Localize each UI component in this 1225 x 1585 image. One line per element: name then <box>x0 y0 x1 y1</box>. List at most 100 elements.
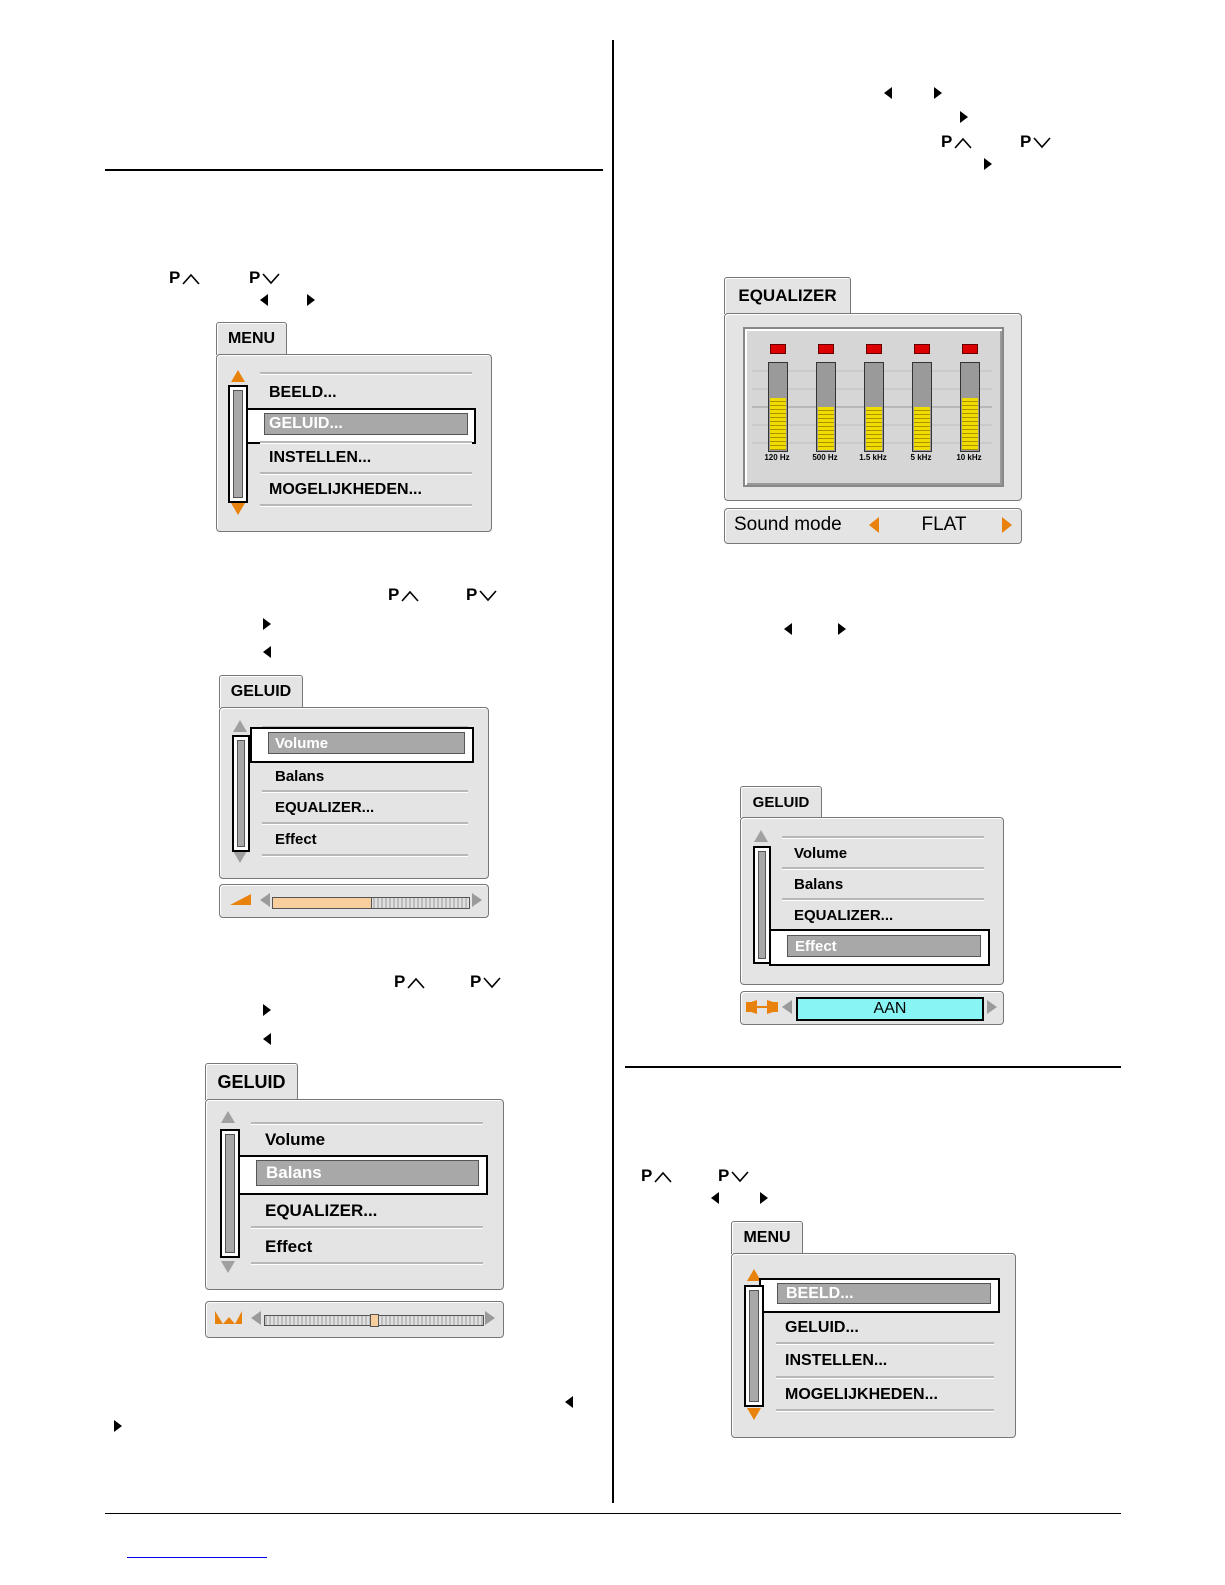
geluid-item-balans[interactable]: Balans <box>794 876 844 893</box>
arrow-right-icon <box>838 623 846 635</box>
menu-tab: MENU <box>216 322 287 355</box>
p-down-key: P <box>249 267 282 289</box>
menu-rail-fill <box>749 1290 759 1402</box>
menu-item-geluid[interactable]: GELUID... <box>785 1319 859 1336</box>
equalizer-tab: EQUALIZER <box>724 277 851 314</box>
scroll-up-icon[interactable] <box>231 370 245 382</box>
scroll-up-icon[interactable] <box>221 1111 235 1123</box>
balans-left-icon[interactable] <box>251 1311 261 1325</box>
chevron-down-icon <box>1033 136 1051 148</box>
volume-increase-icon[interactable] <box>472 893 482 907</box>
separator <box>260 372 472 375</box>
geluid-item-equalizer[interactable]: EQUALIZER... <box>794 907 894 924</box>
eq-band-indicator <box>818 344 834 354</box>
eq-band-indicator <box>866 344 882 354</box>
menu-item-mogelijkheden[interactable]: MOGELIJKHEDEN... <box>785 1386 938 1403</box>
separator <box>776 1409 994 1412</box>
menu-item-label: BEELD... <box>786 1284 854 1302</box>
geluid-item-equalizer[interactable]: EQUALIZER... <box>275 799 375 816</box>
scroll-up-icon[interactable] <box>754 830 768 842</box>
menu-item-beeld[interactable]: BEELD... <box>777 1283 991 1304</box>
effect-value: AAN <box>873 1000 907 1017</box>
sound-mode-value[interactable]: FLAT <box>921 514 967 535</box>
arrow-right-icon <box>263 618 271 630</box>
effect-next-icon[interactable] <box>987 1000 997 1014</box>
sound-mode-label: Sound mode <box>734 514 842 535</box>
eq-band-bar[interactable] <box>912 362 932 452</box>
eq-band-fill <box>770 398 786 450</box>
geluid-item-effect[interactable]: Effect <box>275 831 317 848</box>
chevron-down-icon <box>483 976 501 988</box>
menu-item-mogelijkheden[interactable]: MOGELIJKHEDEN... <box>269 481 422 498</box>
menu-item-beeld[interactable]: BEELD... <box>269 384 337 401</box>
separator <box>251 1226 483 1229</box>
arrow-left-icon <box>565 1396 573 1408</box>
p-down-key: P <box>466 584 499 606</box>
left-section-rule <box>105 169 603 171</box>
arrow-left-icon <box>260 294 268 306</box>
separator <box>262 790 468 793</box>
separator <box>260 441 472 444</box>
eq-band-bar[interactable] <box>960 362 980 452</box>
eq-band-indicator <box>770 344 786 354</box>
arrow-left-icon <box>884 87 892 99</box>
chevron-up-icon <box>954 137 972 149</box>
geluid-item-label: Volume <box>275 734 329 752</box>
eq-band-fill <box>866 407 882 450</box>
volume-decrease-icon[interactable] <box>260 893 270 907</box>
geluid-item-balans[interactable]: Balans <box>275 768 325 785</box>
sound-mode-next-icon[interactable] <box>1002 517 1012 533</box>
balans-slider-thumb[interactable] <box>370 1314 379 1327</box>
menu-item-geluid[interactable]: GELUID... <box>264 413 468 435</box>
chevron-down-icon <box>731 1170 749 1182</box>
chevron-up-icon <box>401 590 419 602</box>
balans-right-icon[interactable] <box>485 1311 495 1325</box>
geluid-item-volume[interactable]: Volume <box>794 845 848 862</box>
eq-band-bar[interactable] <box>864 362 884 452</box>
p-down-key: P <box>470 971 503 993</box>
geluid-item-label: Effect <box>795 937 837 955</box>
eq-band-label: 1.5 kHz <box>859 453 887 462</box>
scroll-down-icon[interactable] <box>747 1408 761 1420</box>
scroll-down-icon[interactable] <box>233 851 247 863</box>
p-up-key: P <box>641 1165 674 1187</box>
arrow-right-icon <box>307 294 315 306</box>
eq-band-bar[interactable] <box>768 362 788 452</box>
scroll-up-icon[interactable] <box>233 720 247 732</box>
scroll-up-icon[interactable] <box>747 1269 761 1281</box>
eq-band-fill <box>914 407 930 450</box>
geluid-item-equalizer[interactable]: EQUALIZER... <box>265 1201 378 1220</box>
p-down-key: P <box>1020 131 1053 153</box>
geluid-item-effect[interactable]: Effect <box>265 1237 313 1256</box>
menu-item-instellen[interactable]: INSTELLEN... <box>269 449 372 466</box>
menu-tab: MENU <box>731 1221 803 1254</box>
geluid-item-volume[interactable]: Volume <box>265 1130 326 1149</box>
p-down-key: P <box>718 1165 751 1187</box>
eq-band-bar[interactable] <box>816 362 836 452</box>
separator <box>782 836 984 839</box>
arrow-right-icon <box>960 111 968 123</box>
geluid-item-effect[interactable]: Effect <box>787 935 981 957</box>
geluid-item-volume[interactable]: Volume <box>268 732 465 754</box>
p-up-key: P <box>169 267 202 289</box>
menu-item-label: GELUID... <box>269 415 343 432</box>
geluid-item-balans[interactable]: Balans <box>256 1160 479 1186</box>
menu-rail-fill <box>233 390 243 498</box>
eq-band-label: 120 Hz <box>764 453 790 462</box>
sound-mode-prev-icon[interactable] <box>869 517 879 533</box>
geluid-rail-fill <box>758 851 766 959</box>
separator <box>262 822 468 825</box>
effect-value-box[interactable]: AAN <box>796 997 984 1021</box>
balance-icon <box>215 1311 242 1324</box>
menu-item-instellen[interactable]: INSTELLEN... <box>785 1352 888 1369</box>
scroll-down-icon[interactable] <box>221 1261 235 1273</box>
balans-slider[interactable] <box>264 1314 484 1327</box>
effect-prev-icon[interactable] <box>782 1000 792 1014</box>
scroll-down-icon[interactable] <box>231 503 245 515</box>
footer-rule <box>105 1513 1121 1514</box>
arrow-left-icon <box>263 646 271 658</box>
arrow-right-icon <box>114 1420 122 1432</box>
footer-link-underline[interactable] <box>127 1557 267 1558</box>
eq-band-label: 500 Hz <box>812 453 838 462</box>
volume-slider[interactable] <box>272 897 470 909</box>
